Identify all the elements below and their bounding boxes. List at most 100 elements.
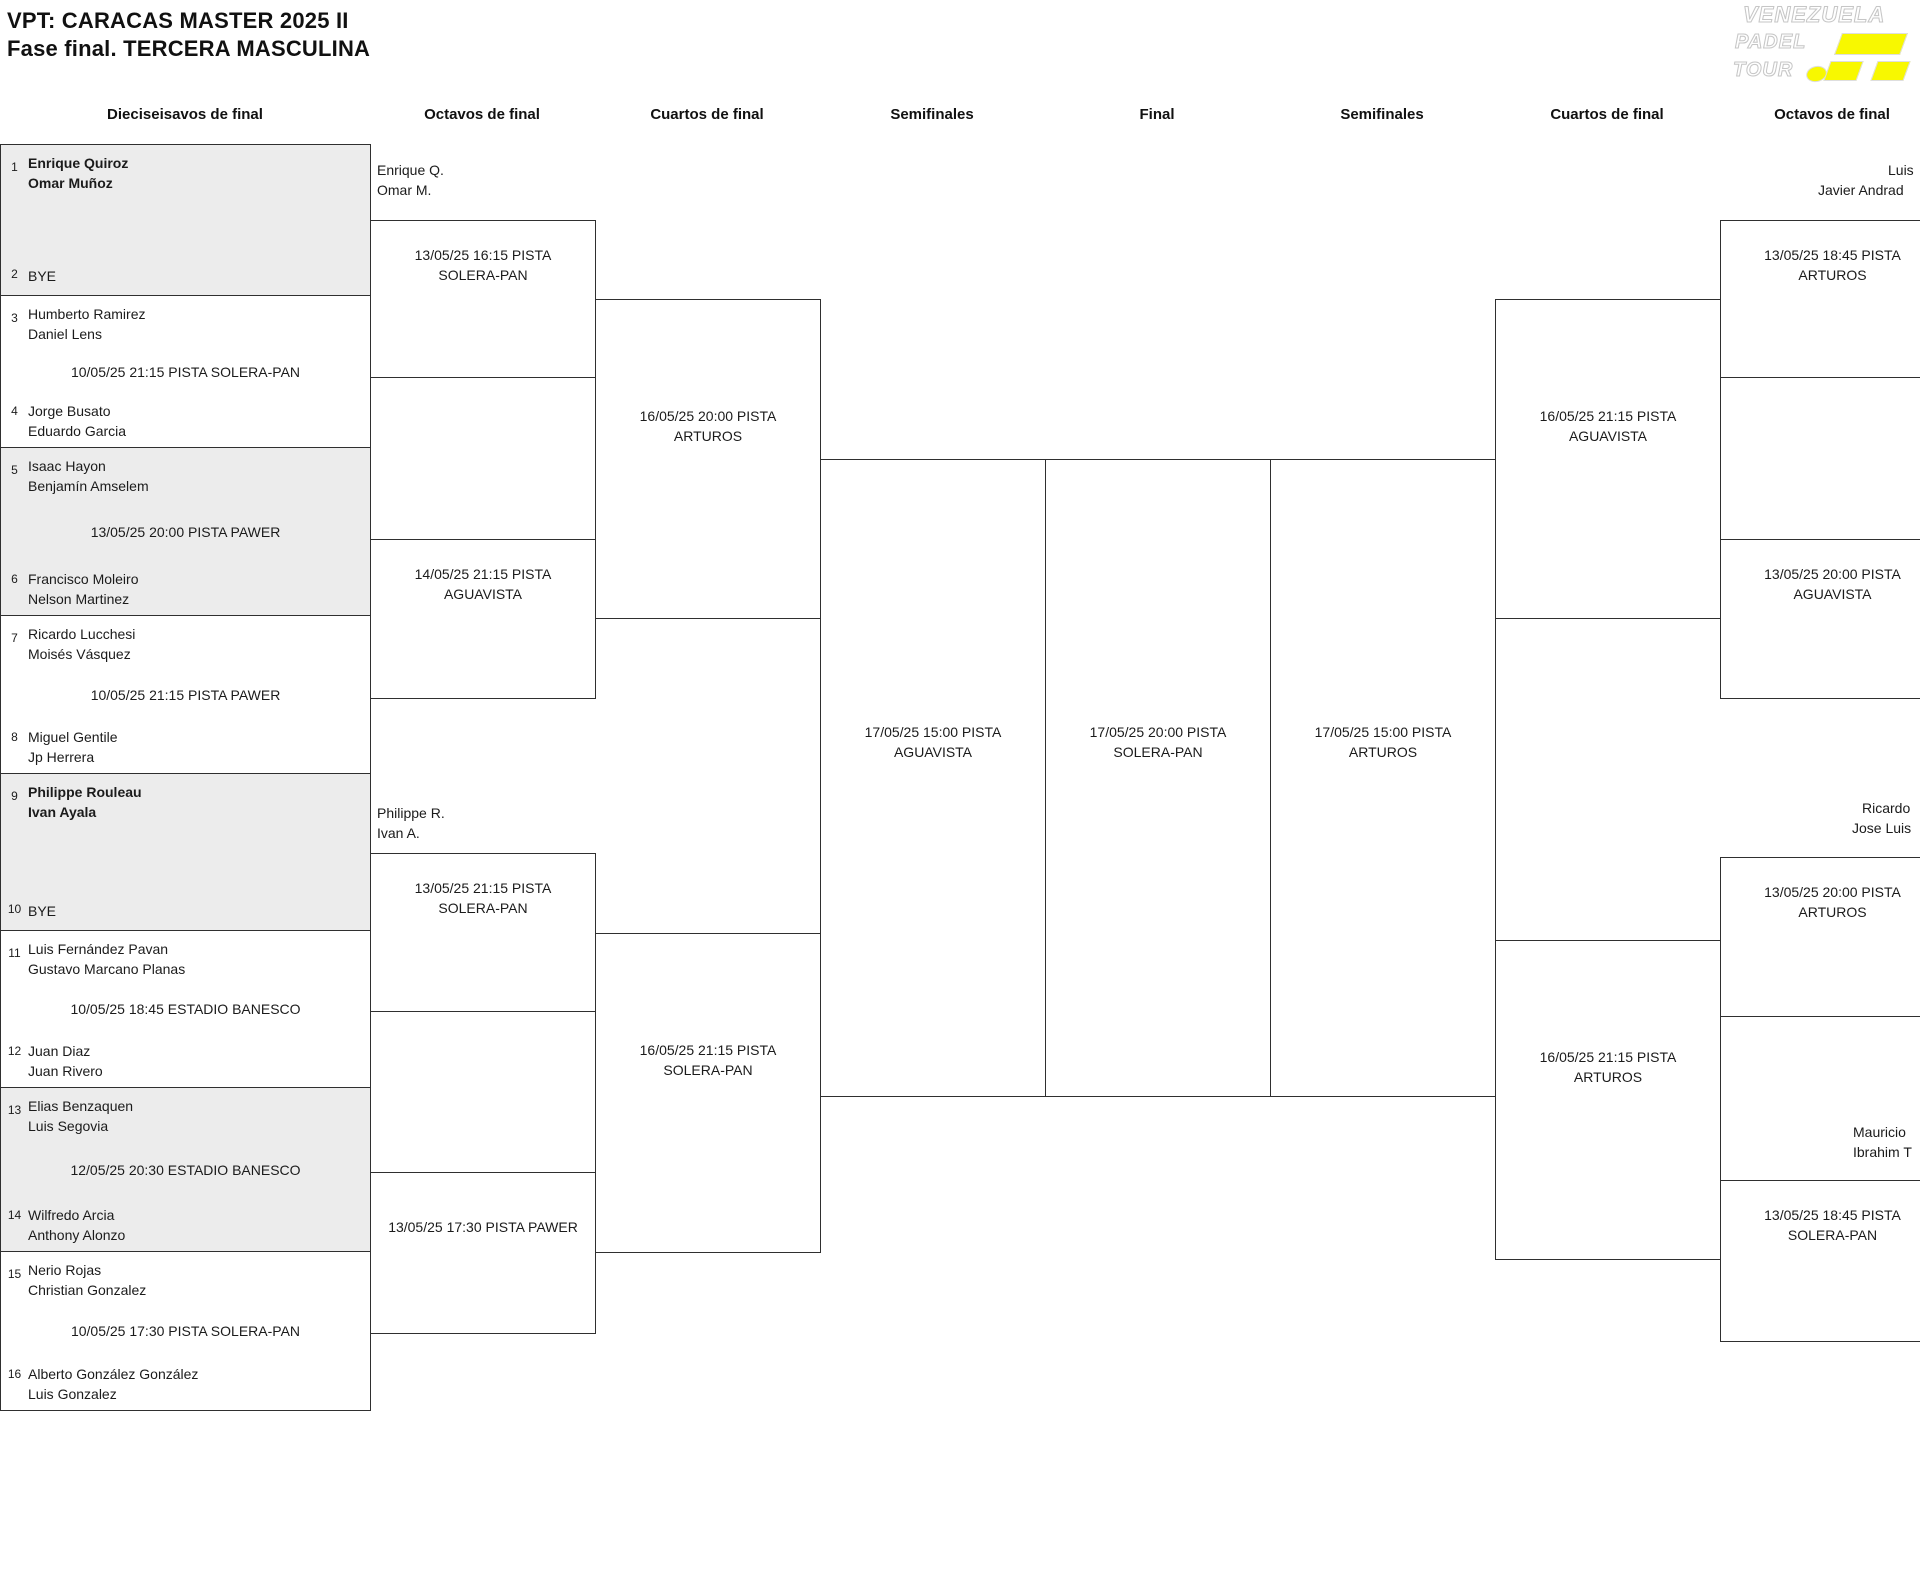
seed-number: 8 [11, 730, 18, 744]
tournament-title: VPT: CARACAS MASTER 2025 II [7, 8, 349, 33]
bye-label: BYE [28, 268, 57, 284]
cuartos-right-match-2: 16/05/25 21:15 PISTA ARTUROS [1495, 940, 1721, 1260]
advancing-team: Enrique Q. Omar M. [377, 162, 444, 198]
tournament-subtitle: Fase final. TERCERA MASCULINA [7, 36, 371, 61]
match-label: 13/05/25 18:45 PISTA ARTUROS [1764, 247, 1901, 283]
round-header-cuartos-left: Cuartos de final [650, 106, 764, 123]
venezuela-padel-tour-logo: VENEZUELA PADEL TOUR [1728, 0, 1920, 96]
advancing-team: Ibrahim T [1853, 1144, 1912, 1160]
logo-yellow-block-icon [1870, 61, 1911, 81]
seed-number: 3 [11, 311, 18, 325]
logo-yellow-bar-icon [1833, 33, 1909, 55]
octavos-left-match-3: 13/05/25 21:15 PISTA SOLERA-PAN [370, 853, 596, 1012]
octavos-right-match-3: 13/05/25 20:00 PISTA ARTUROS [1720, 857, 1920, 1017]
match-label: 17/05/25 15:00 PISTA ARTUROS [1314, 724, 1452, 760]
round-header-octavos-right: Octavos de final [1774, 106, 1890, 123]
match-datetime: 12/05/25 20:30 ESTADIO BANESCO [70, 1161, 301, 1178]
advancing-team: Philippe R. Ivan A. [377, 805, 445, 841]
advancing-team: Mauricio [1853, 1124, 1906, 1140]
match-label: 17/05/25 20:00 PISTA SOLERA-PAN [1089, 724, 1227, 760]
advancing-team: Javier Andrad [1818, 182, 1904, 198]
cuartos-left-match-2: 16/05/25 21:15 PISTA SOLERA-PAN [595, 933, 821, 1253]
match-label: 17/05/25 15:00 PISTA AGUAVISTA [864, 724, 1002, 760]
match-label: 13/05/25 20:00 PISTA AGUAVISTA [1764, 566, 1901, 602]
final-match: 17/05/25 20:00 PISTA SOLERA-PAN [1045, 459, 1271, 1097]
seed-number: 15 [7, 1267, 22, 1281]
octavos-right-match-1: 13/05/25 18:45 PISTA ARTUROS [1720, 220, 1920, 378]
seed-number: 1 [11, 160, 18, 174]
match-datetime: 10/05/25 21:15 PISTA PAWER [90, 686, 281, 703]
seed-number: 6 [11, 572, 18, 586]
match-datetime: 10/05/25 18:45 ESTADIO BANESCO [70, 1001, 301, 1017]
round-header-cuartos-right: Cuartos de final [1550, 106, 1664, 123]
cuartos-right-match-1: 16/05/25 21:15 PISTA AGUAVISTA [1495, 299, 1721, 619]
logo-text-venezuela: VENEZUELA [1742, 2, 1886, 28]
advancing-team: Jose Luis [1852, 820, 1912, 836]
cuartos-left-match-1: 16/05/25 20:00 PISTA ARTUROS [595, 299, 821, 619]
match-datetime: 10/05/25 17:30 PISTA SOLERA-PAN [70, 1323, 301, 1339]
octavos-left-match-1: 13/05/25 16:15 PISTA SOLERA-PAN [370, 220, 596, 378]
bye-label: BYE [28, 903, 57, 919]
match-label: 13/05/25 18:45 PISTA SOLERA-PAN [1764, 1207, 1901, 1243]
round-header-final: Final [1139, 106, 1175, 123]
seed-number: 12 [7, 1044, 22, 1058]
round-header-semis-right: Semifinales [1340, 106, 1424, 123]
logo-yellow-block-icon [1823, 61, 1864, 81]
match-label: 14/05/25 21:15 PISTA AGUAVISTA [414, 566, 552, 602]
match-label: 16/05/25 21:15 PISTA SOLERA-PAN [639, 1042, 777, 1078]
seed-number: 14 [7, 1208, 22, 1222]
round-header-dieciseisavos: Dieciseisavos de final [107, 106, 263, 123]
match-label: 13/05/25 16:15 PISTA SOLERA-PAN [414, 247, 552, 283]
seed-number: 5 [11, 463, 18, 477]
match-label: 13/05/25 20:00 PISTA ARTUROS [1764, 884, 1901, 920]
match-label: 16/05/25 20:00 PISTA ARTUROS [639, 408, 777, 444]
match-datetime: 13/05/25 20:00 PISTA PAWER [90, 523, 281, 540]
seed-number: 11 [8, 946, 21, 960]
match-label: 13/05/25 21:15 PISTA SOLERA-PAN [414, 880, 552, 916]
seed-number: 10 [7, 902, 22, 916]
octavos-right-match-2: 13/05/25 20:00 PISTA AGUAVISTA [1720, 539, 1920, 699]
logo-text-padel: PADEL [1734, 31, 1807, 54]
seed-number: 16 [7, 1367, 22, 1381]
seed-number: 13 [7, 1103, 22, 1117]
match-label: 13/05/25 17:30 PISTA PAWER [388, 1219, 578, 1235]
seed-number: 2 [11, 267, 18, 281]
octavos-left-match-2: 14/05/25 21:15 PISTA AGUAVISTA [370, 539, 596, 699]
semifinal-left-match: 17/05/25 15:00 PISTA AGUAVISTA [820, 459, 1046, 1097]
octavos-left-match-4: 13/05/25 17:30 PISTA PAWER [370, 1172, 596, 1334]
semifinal-right-match: 17/05/25 15:00 PISTA ARTUROS [1270, 459, 1496, 1097]
match-datetime: 10/05/25 21:15 PISTA SOLERA-PAN [70, 363, 301, 380]
match-label: 16/05/25 21:15 PISTA ARTUROS [1539, 1049, 1677, 1085]
seed-number: 7 [11, 631, 18, 645]
round-header-octavos-left: Octavos de final [424, 106, 540, 123]
logo-text-tour: TOUR [1732, 59, 1794, 82]
octavos-right-match-4: 13/05/25 18:45 PISTA SOLERA-PAN [1720, 1180, 1920, 1342]
advancing-team: Ricardo [1862, 800, 1911, 816]
advancing-team: Luis [1888, 162, 1914, 178]
seed-number: 9 [11, 789, 18, 803]
round-header-semis-left: Semifinales [890, 106, 974, 123]
